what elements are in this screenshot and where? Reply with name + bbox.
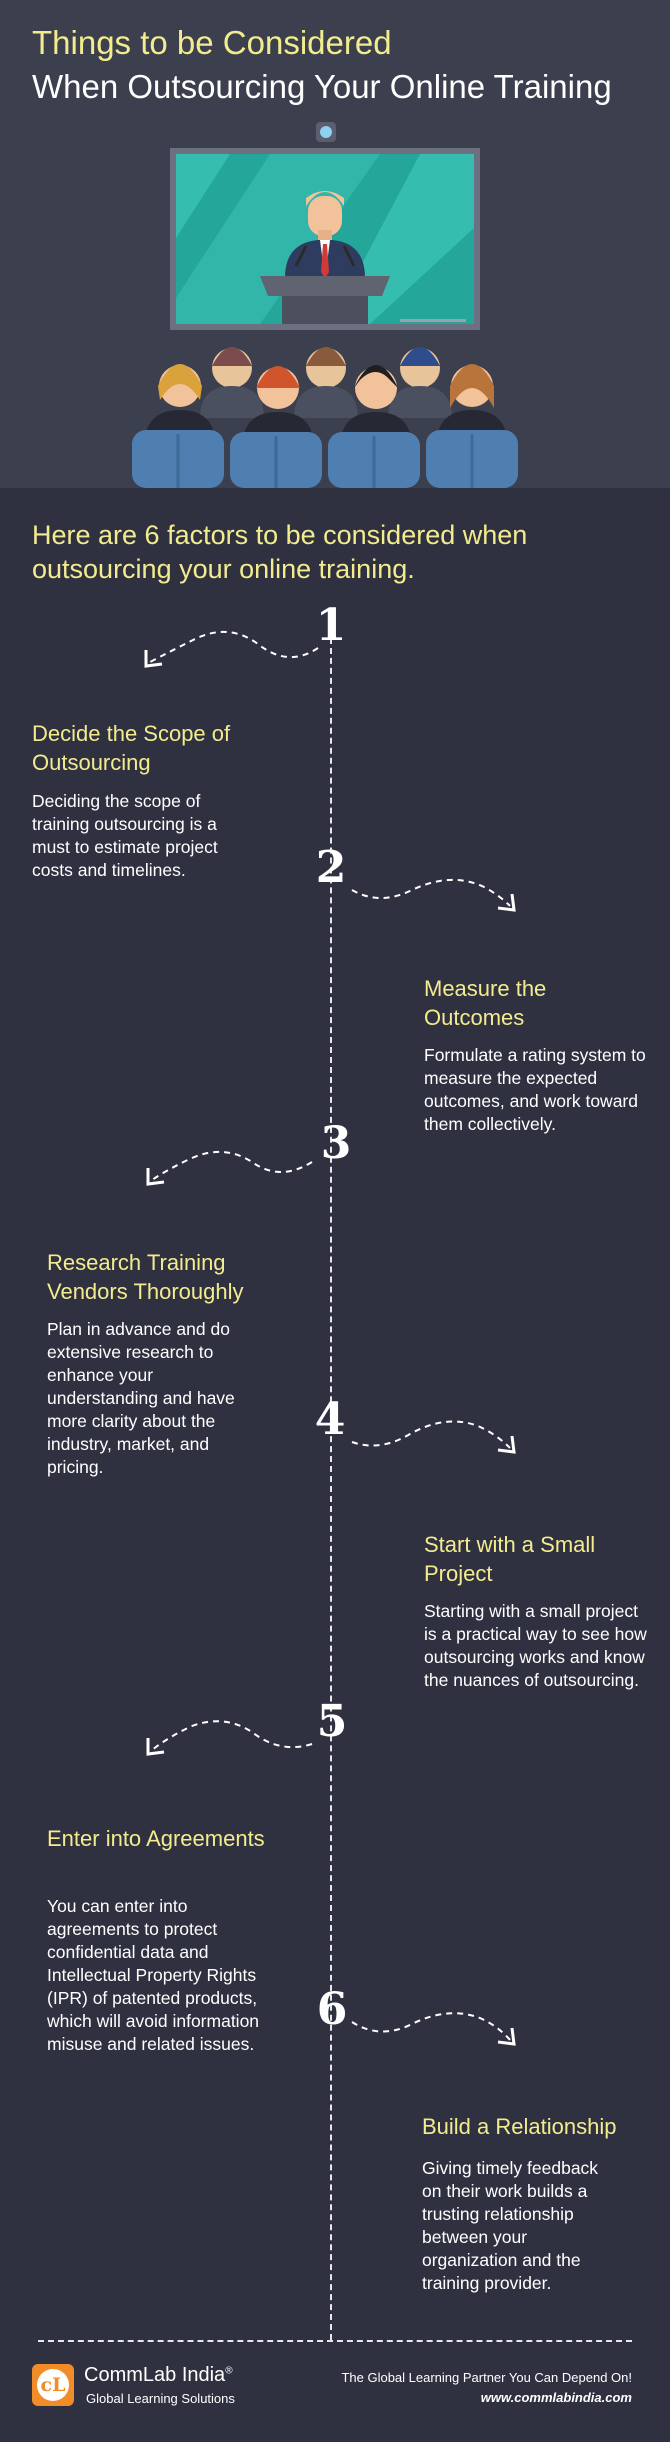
title-line-1: Things to be Considered (32, 24, 392, 61)
step-5-number: 5 (316, 1696, 348, 1747)
audience-icon (120, 340, 540, 488)
step-4-text: Starting with a small project is a pract… (424, 1601, 647, 1690)
website-link[interactable]: www.commlabindia.com (480, 2390, 632, 2405)
step-1-text: Deciding the scope of training outsourci… (32, 791, 218, 880)
brand-name-block: CommLab India® (84, 2364, 233, 2387)
step-2-text: Formulate a rating system to measure the… (424, 1045, 646, 1134)
step-5-text: You can enter into agreements to protect… (47, 1896, 260, 2054)
step-6-title: Build a Relationship (422, 2114, 617, 2139)
step-4-number: 4 (314, 1394, 346, 1445)
step-6-text: Giving timely feedback on their work bui… (422, 2158, 599, 2293)
step-2-number: 2 (315, 842, 347, 893)
step-4-title: Start with a Small Project (424, 1532, 596, 1586)
step-6-number: 6 (316, 1984, 348, 2035)
footer-divider (38, 2340, 632, 2342)
registered-mark: ® (225, 2365, 233, 2377)
classroom-illustration (120, 122, 540, 488)
brand-subtitle: Global Learning Solutions (86, 2391, 235, 2406)
step-3-title: Research Training Vendors Thoroughly (47, 1250, 244, 1304)
curved-arrow-icon (351, 2012, 516, 2046)
step-3-text: Plan in advance and do extensive researc… (47, 1319, 235, 1477)
curved-arrow-icon (146, 1720, 313, 1756)
step-5-title: Enter into Agreements (47, 1826, 265, 1851)
title-line-2: When Outsourcing Your Online Training (32, 68, 612, 105)
step-2-title: Measure the Outcomes (424, 976, 547, 1030)
timeline-line (330, 628, 332, 2340)
footer-tagline: The Global Learning Partner You Can Depe… (341, 2370, 632, 2385)
step-1-title: Decide the Scope of Outsourcing (32, 721, 231, 775)
intro-text: Here are 6 factors to be considered when… (32, 520, 528, 584)
commlab-logo-icon: cL (32, 2364, 74, 2406)
logo-letters: cL (37, 2369, 69, 2401)
presenter-icon (285, 191, 365, 278)
curved-arrow-icon (351, 878, 516, 912)
webcam-icon (316, 122, 336, 142)
curved-arrow-icon (146, 1150, 313, 1186)
hero-section: Things to be Considered When Outsourcing… (0, 0, 670, 488)
step-1-number: 1 (315, 600, 347, 651)
podium-icon (260, 276, 390, 324)
curved-arrow-icon (351, 1420, 516, 1454)
brand-name: CommLab India (84, 2364, 226, 2386)
step-3-number: 3 (320, 1118, 352, 1169)
curved-arrow-icon (144, 630, 319, 668)
